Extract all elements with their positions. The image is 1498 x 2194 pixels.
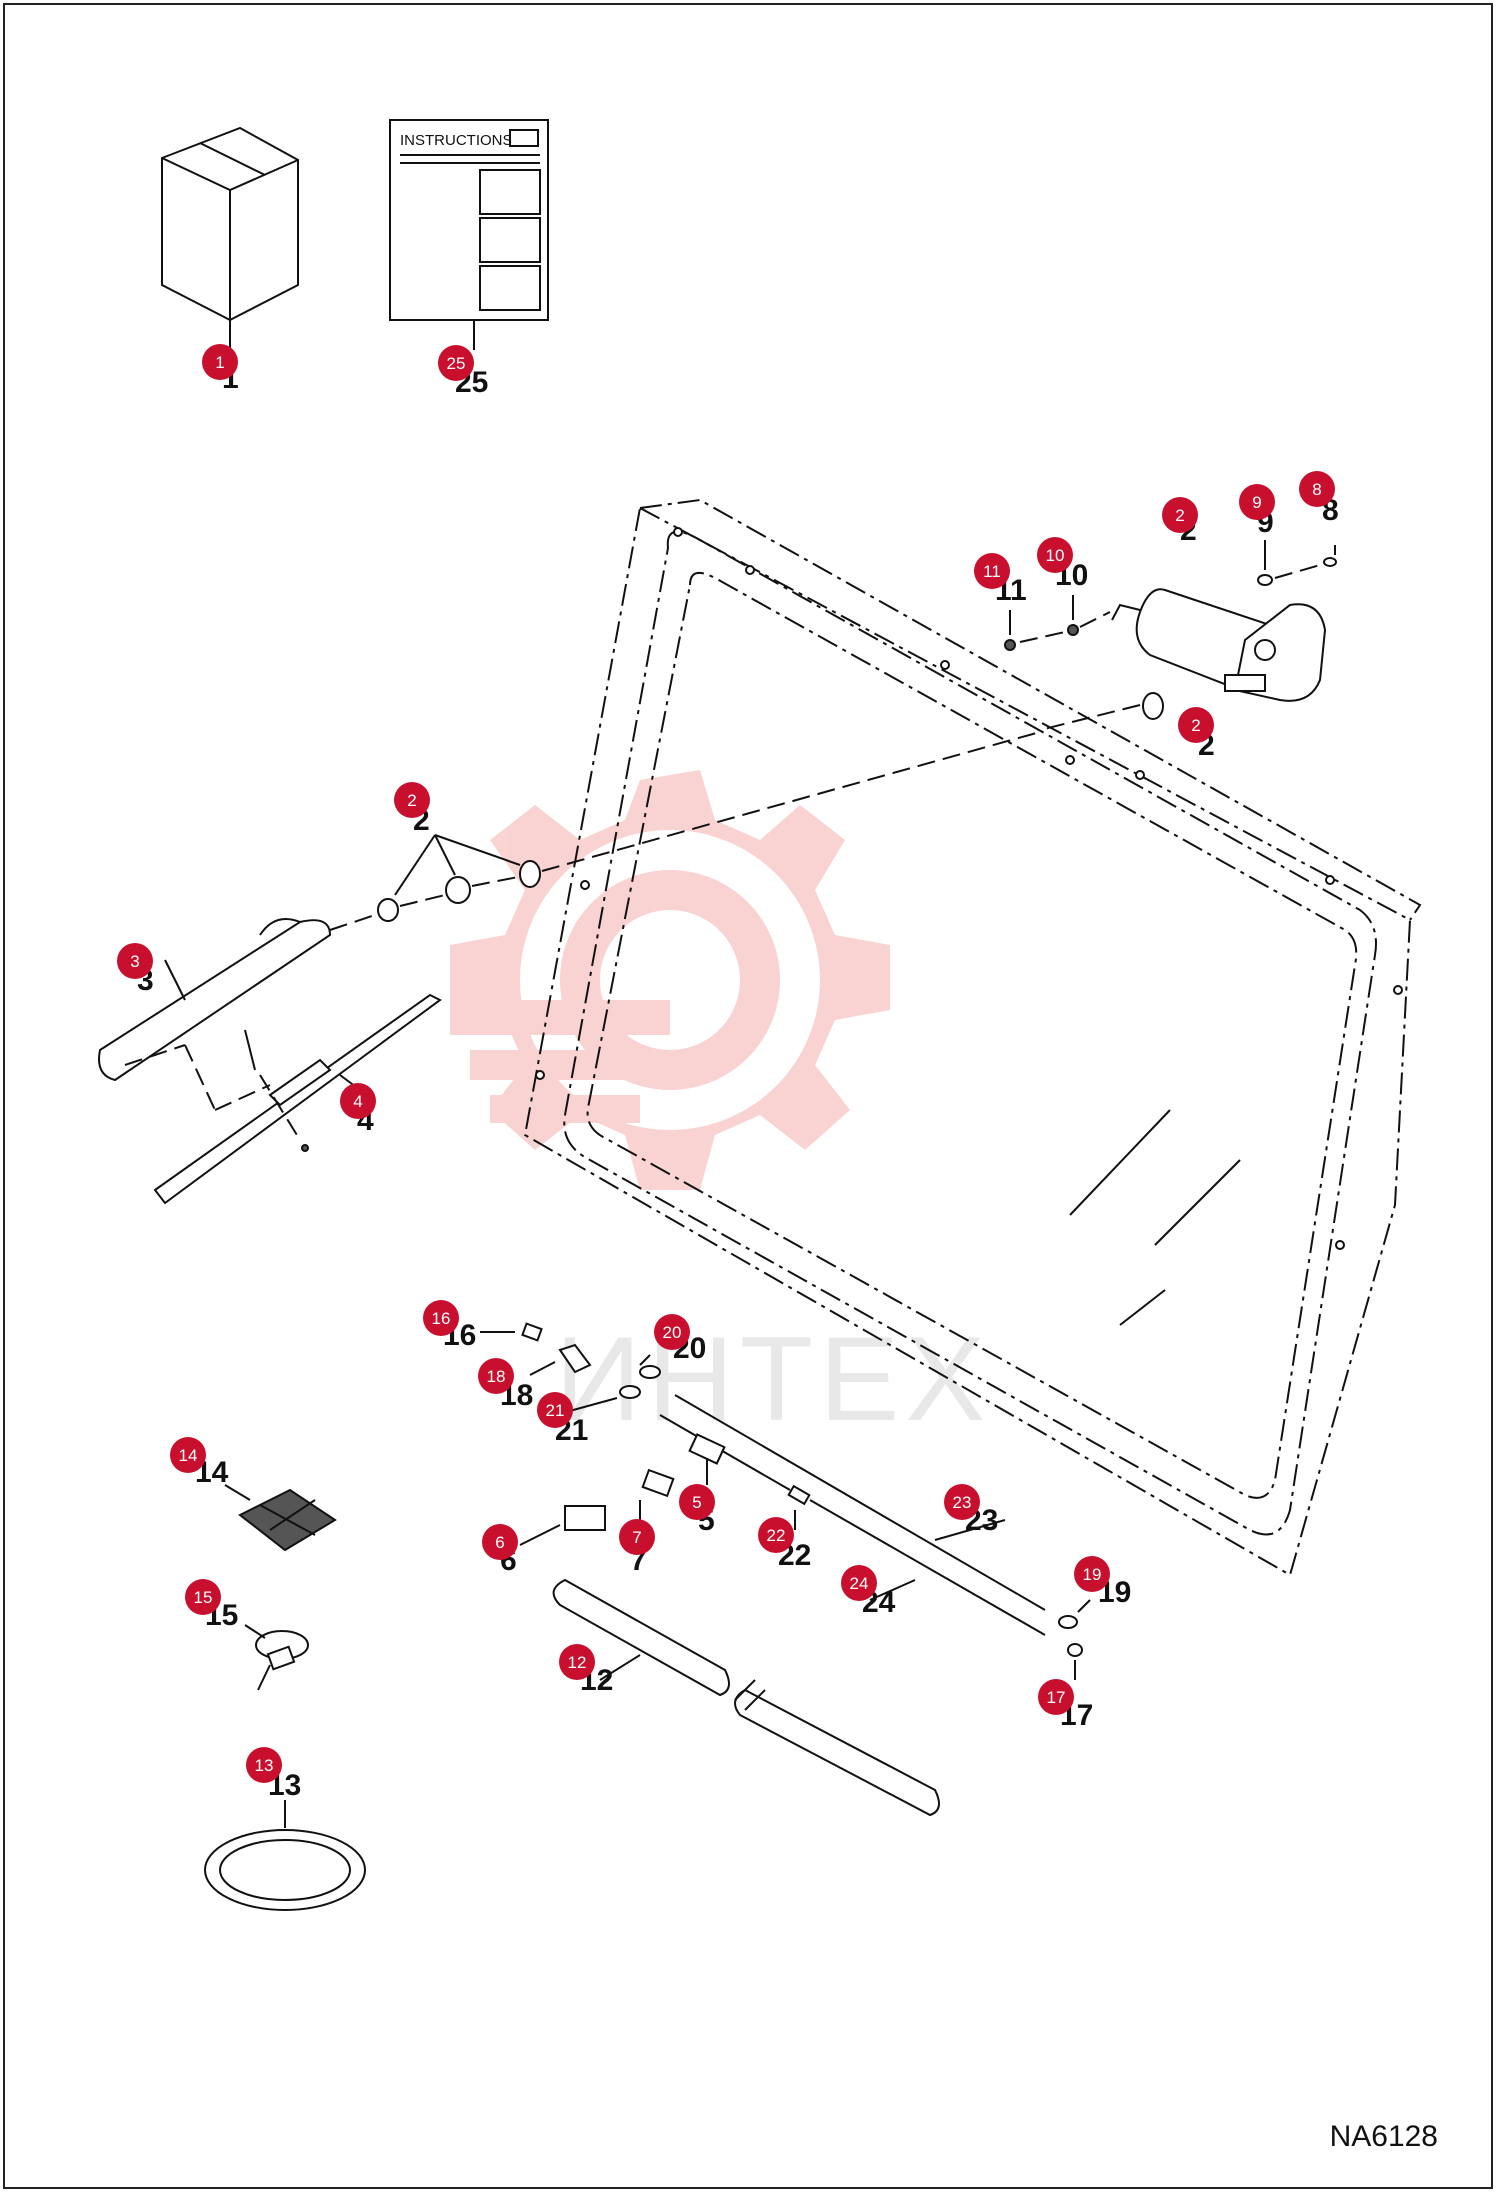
kit-box-drawing (161, 126, 299, 355)
callout-badge-label: 8 (1312, 480, 1321, 499)
callout-badge-label: 6 (495, 1533, 504, 1552)
callout-badge-label: 14 (179, 1446, 198, 1465)
coiled-tubing-drawing (204, 1800, 366, 1911)
callout-badge[interactable]: 18 (478, 1358, 514, 1394)
callout-badge-label: 5 (692, 1493, 701, 1512)
watermark-text: ИНТЕХ (555, 1312, 991, 1446)
callout-badge[interactable]: 7 (619, 1519, 655, 1555)
callout-badge[interactable]: 16 (423, 1300, 459, 1336)
callout-badge-label: 4 (353, 1092, 362, 1111)
callout-badge[interactable]: 4 (340, 1083, 376, 1119)
wiring-harness-drawing (480, 1322, 1091, 1680)
drawing-code: NA6128 (1329, 2120, 1438, 2153)
callout-badge-label: 15 (194, 1588, 213, 1607)
callout-badge-label: 12 (568, 1653, 587, 1672)
callout-badges: 1 25 2 9 8 11 10 2 2 3 4 16 20 18 21 14 … (117, 344, 1335, 1783)
callout-badge-label: 7 (632, 1528, 641, 1547)
callout-badge[interactable]: 21 (537, 1392, 573, 1428)
callout-badge[interactable]: 12 (559, 1644, 595, 1680)
callout-badge[interactable]: 22 (758, 1517, 794, 1553)
callout-badge-label: 16 (432, 1309, 451, 1328)
callout-badge[interactable]: 6 (482, 1524, 518, 1560)
callout-badge[interactable]: 8 (1299, 471, 1335, 507)
callout-badge[interactable]: 15 (185, 1579, 221, 1615)
callout-badge[interactable]: 25 (438, 345, 474, 381)
callout-badge[interactable]: 19 (1074, 1556, 1110, 1592)
callout-badge[interactable]: 23 (944, 1484, 980, 1520)
callout-badge-label: 10 (1046, 546, 1065, 565)
callout-badge-label: 23 (953, 1493, 972, 1512)
callout-badge-label: 17 (1047, 1688, 1066, 1707)
watermark-logo (450, 770, 890, 1190)
callout-badge[interactable]: 17 (1038, 1679, 1074, 1715)
callout-badge[interactable]: 24 (841, 1565, 877, 1601)
callout-badge-label: 11 (983, 562, 1001, 581)
instructions-sheet-drawing: INSTRUCTIONS (389, 119, 549, 350)
callout-badge-label: 13 (255, 1756, 274, 1775)
callout-badge[interactable]: 11 (974, 553, 1010, 589)
callout-badge[interactable]: 20 (654, 1314, 690, 1350)
shaft-hardware-drawing (329, 731, 1041, 931)
callout-badge-label: 19 (1083, 1565, 1102, 1584)
wiper-motor-drawing (1004, 540, 1337, 731)
wiper-blade-drawing (124, 993, 442, 1205)
callout-badge[interactable]: 2 (1162, 497, 1198, 533)
cable-tie-mount-drawing (224, 1484, 337, 1552)
callout-badge-label: 2 (1191, 716, 1200, 735)
callout-badge[interactable]: 10 (1037, 537, 1073, 573)
callout-badge-label: 2 (407, 791, 416, 810)
callout-badge[interactable]: 1 (202, 344, 238, 380)
callout-badge[interactable]: 5 (679, 1484, 715, 1520)
callout-badge-label: 3 (130, 952, 139, 971)
callout-badge-label: 2 (1175, 506, 1184, 525)
cable-tie-drawing (244, 1624, 309, 1691)
callout-badge-label: 9 (1252, 493, 1261, 512)
callout-badge[interactable]: 14 (170, 1437, 206, 1473)
callout-badge-label: 18 (487, 1367, 506, 1386)
callout-badge-label: 24 (850, 1574, 869, 1593)
callout-badge[interactable]: 13 (246, 1747, 282, 1783)
callout-badge-label: 22 (767, 1526, 786, 1545)
callout-badge-label: 21 (546, 1401, 565, 1420)
callout-badge-label: 25 (447, 354, 466, 373)
callout-badge[interactable]: 9 (1239, 484, 1275, 520)
split-loom-drawing (552, 1578, 940, 1817)
callout-badge[interactable]: 3 (117, 943, 153, 979)
window-frame-drawing (523, 498, 1422, 1577)
wiper-arm-drawing (98, 918, 332, 1082)
callout-badge[interactable]: 2 (1178, 707, 1214, 743)
callout-badge[interactable]: 2 (394, 782, 430, 818)
instructions-sheet-title: INSTRUCTIONS (400, 132, 513, 149)
diagram-frame (3, 3, 1493, 2189)
callout-badge-label: 20 (663, 1323, 682, 1342)
callout-badge-label: 1 (215, 353, 224, 372)
